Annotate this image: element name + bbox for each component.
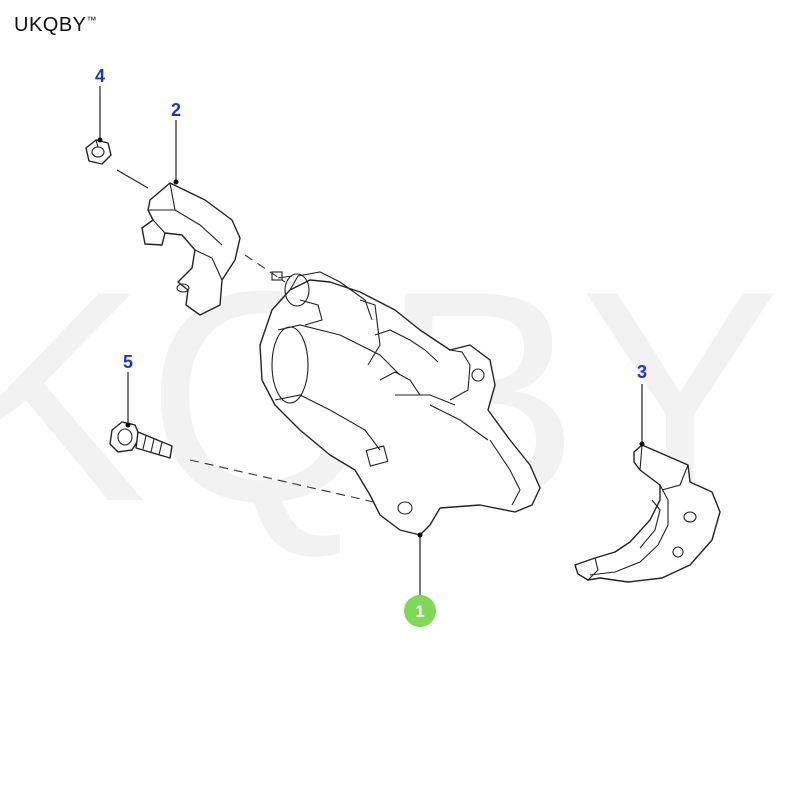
- brand-logo: UKQBY™: [14, 14, 97, 37]
- brand-trademark: ™: [86, 15, 98, 27]
- alignment-line-nut: [116, 169, 149, 189]
- alignment-line-bolt: [189, 459, 401, 509]
- callout-2-label: 2: [171, 100, 181, 120]
- callout-2: 2: [171, 100, 181, 185]
- nut-part: [85, 139, 112, 165]
- callout-5-label: 5: [123, 352, 133, 372]
- callout-3-label: 3: [637, 362, 647, 382]
- bolt-part: [109, 421, 173, 459]
- callout-1-badge: [404, 595, 436, 627]
- callout-5: 5: [123, 352, 133, 428]
- alignment-line-bracket: [244, 254, 286, 283]
- brand-name: UKQBY: [14, 14, 87, 36]
- callout-3: 3: [637, 362, 647, 447]
- heat-shield-part: [574, 444, 721, 583]
- callout-4-label: 4: [95, 66, 105, 86]
- callout-4: 4: [95, 66, 105, 143]
- callout-1: 1: [404, 532, 436, 627]
- starter-motor-part: [259, 271, 541, 536]
- upper-bracket-part: [141, 182, 241, 316]
- callout-1-label: 1: [415, 602, 424, 621]
